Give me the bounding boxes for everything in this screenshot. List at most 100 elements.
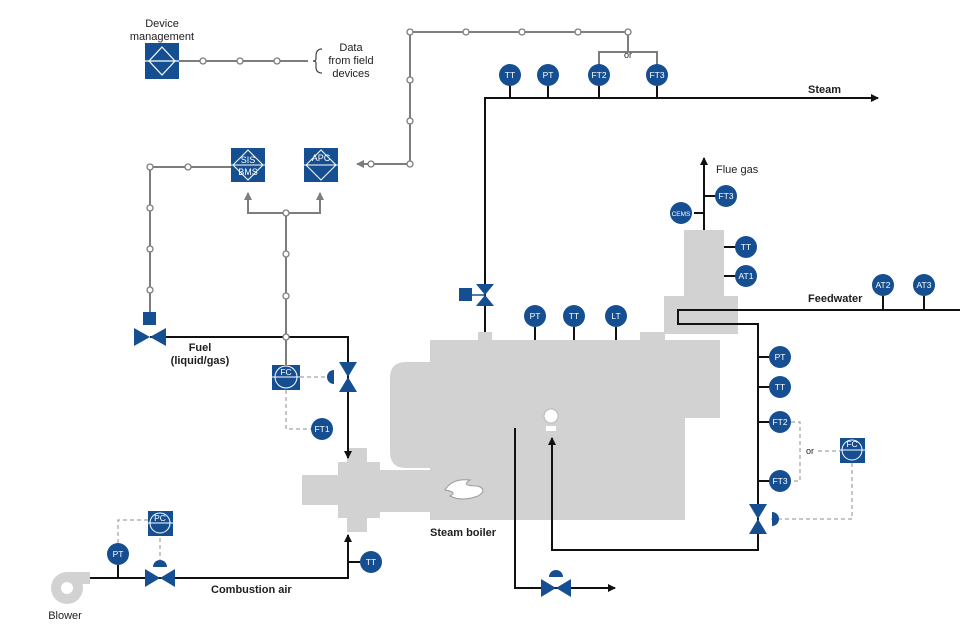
feedwater-ft2-instrument[interactable]: FT2 bbox=[769, 411, 791, 433]
air-pt-instrument[interactable]: PT bbox=[107, 543, 129, 565]
sis-bms-controller[interactable]: SIS BMS bbox=[231, 148, 265, 182]
steam-pt-instrument[interactable]: PT bbox=[537, 64, 559, 86]
boiler-pt-bubble bbox=[524, 305, 546, 327]
flue-tt-instrument[interactable]: TT bbox=[735, 236, 757, 258]
boiler-lt-label: LT bbox=[611, 311, 620, 321]
brace-icon bbox=[312, 48, 323, 74]
steam-tt-label: TT bbox=[505, 70, 515, 80]
fuel-control-valve[interactable] bbox=[327, 362, 357, 392]
cems-label: CEMS bbox=[672, 211, 691, 218]
steam-tt-bubble bbox=[499, 64, 521, 86]
flue-ft3-instrument[interactable]: FT3 bbox=[715, 185, 737, 207]
fuel-label-2: (liquid/gas) bbox=[171, 355, 230, 367]
flue-at1-instrument[interactable]: AT1 bbox=[735, 265, 757, 287]
or-label-top: or bbox=[624, 50, 632, 60]
fw-fc-label: FC bbox=[846, 439, 857, 449]
boiler-tt-bubble bbox=[563, 305, 585, 327]
boiler-lt-instrument[interactable]: LT bbox=[605, 305, 627, 327]
device-management-label-1: Device bbox=[145, 18, 179, 30]
feedwater-at3-bubble bbox=[913, 274, 935, 296]
steam-label: Steam bbox=[808, 84, 841, 96]
flue-gas-label: Flue gas bbox=[716, 164, 759, 176]
feedwater-tt-bubble bbox=[769, 376, 791, 398]
steam-ft3-instrument[interactable]: FT3 bbox=[646, 64, 668, 86]
combustion-air-label: Combustion air bbox=[211, 584, 292, 596]
steam-tt-instrument[interactable]: TT bbox=[499, 64, 521, 86]
steam-ft3-label: FT3 bbox=[649, 70, 664, 80]
steam-ft3-bubble bbox=[646, 64, 668, 86]
steam-boiler-label: Steam boiler bbox=[430, 527, 497, 539]
steam-ft2-instrument[interactable]: FT2 bbox=[588, 64, 610, 86]
steam-valve[interactable] bbox=[459, 284, 494, 306]
fuel-fc-label: FC bbox=[280, 367, 291, 377]
flue-tt-label: TT bbox=[741, 242, 751, 252]
air-pc-label: PC bbox=[154, 513, 166, 523]
boiler-tt-label: TT bbox=[569, 311, 579, 321]
air-pt-label: PT bbox=[113, 549, 124, 559]
process-pipes bbox=[90, 86, 960, 592]
feedwater-at2-label: AT2 bbox=[876, 280, 891, 290]
feedwater-ft3-instrument[interactable]: FT3 bbox=[769, 470, 791, 492]
air-tt-label: TT bbox=[366, 557, 376, 567]
signal-lines bbox=[117, 28, 853, 562]
steam-boiler-body bbox=[302, 230, 738, 532]
air-tt-bubble bbox=[360, 551, 382, 573]
flue-at1-label: AT1 bbox=[739, 271, 754, 281]
boiler-pt-label: PT bbox=[530, 311, 541, 321]
flue-tt-bubble bbox=[735, 236, 757, 258]
feedwater-label: Feedwater bbox=[808, 293, 863, 305]
feedwater-tt-instrument[interactable]: TT bbox=[769, 376, 791, 398]
feedwater-tt-label: TT bbox=[775, 382, 785, 392]
air-pc-controller[interactable]: PC bbox=[148, 511, 173, 536]
feedwater-at3-instrument[interactable]: AT3 bbox=[913, 274, 935, 296]
air-damper-valve[interactable] bbox=[145, 560, 175, 587]
steam-pt-bubble bbox=[537, 64, 559, 86]
steam-pt-label: PT bbox=[543, 70, 554, 80]
fuel-fc-controller[interactable]: FC bbox=[272, 365, 300, 390]
blower-icon bbox=[51, 572, 90, 604]
fuel-label-1: Fuel bbox=[189, 342, 212, 354]
feedwater-valve[interactable] bbox=[749, 504, 779, 534]
air-pt-bubble bbox=[107, 543, 129, 565]
feedwater-at2-instrument[interactable]: AT2 bbox=[872, 274, 894, 296]
apc-controller[interactable]: APC bbox=[304, 148, 338, 182]
feedwater-ft2-bubble bbox=[769, 411, 791, 433]
fuel-ft1-label: FT1 bbox=[314, 424, 329, 434]
feedwater-at2-bubble bbox=[872, 274, 894, 296]
fuel-ft1-instrument[interactable]: FT1 bbox=[311, 418, 333, 440]
air-tt-instrument[interactable]: TT bbox=[360, 551, 382, 573]
feedwater-fc-controller[interactable]: FC bbox=[840, 438, 865, 463]
steam-ft2-bubble bbox=[588, 64, 610, 86]
sis-label: SIS bbox=[241, 155, 256, 165]
bms-label: BMS bbox=[238, 167, 258, 177]
device-management-icon[interactable] bbox=[145, 43, 179, 79]
flame-icon bbox=[444, 479, 484, 500]
or-label-right: or bbox=[806, 446, 814, 456]
flue-ft3-bubble bbox=[715, 185, 737, 207]
feedwater-pt-label: PT bbox=[775, 352, 786, 362]
feedwater-ft3-bubble bbox=[769, 470, 791, 492]
fuel-ft1-bubble bbox=[311, 418, 333, 440]
flue-ft3-label: FT3 bbox=[718, 191, 733, 201]
steam-ft2-label: FT2 bbox=[591, 70, 606, 80]
feedwater-at3-label: AT3 bbox=[917, 280, 932, 290]
blower-label: Blower bbox=[48, 610, 82, 622]
apc-label: APC bbox=[312, 153, 331, 163]
cems-instrument[interactable]: CEMS bbox=[670, 202, 692, 224]
blowdown-valve[interactable] bbox=[541, 570, 571, 597]
flue-at1-bubble bbox=[735, 265, 757, 287]
feedwater-ft3-label: FT3 bbox=[772, 476, 787, 486]
data-from-field-label-1: Data bbox=[339, 42, 363, 54]
boiler-tt-instrument[interactable]: TT bbox=[563, 305, 585, 327]
data-from-field-label-2: from field bbox=[328, 55, 373, 67]
fuel-shutoff-valve[interactable] bbox=[134, 312, 166, 346]
boiler-pt-instrument[interactable]: PT bbox=[524, 305, 546, 327]
feedwater-ft2-label: FT2 bbox=[772, 417, 787, 427]
cems-bubble bbox=[670, 202, 692, 224]
device-management-label-2: management bbox=[130, 31, 194, 43]
feedwater-pt-bubble bbox=[769, 346, 791, 368]
feedwater-pt-instrument[interactable]: PT bbox=[769, 346, 791, 368]
boiler-lt-bubble bbox=[605, 305, 627, 327]
